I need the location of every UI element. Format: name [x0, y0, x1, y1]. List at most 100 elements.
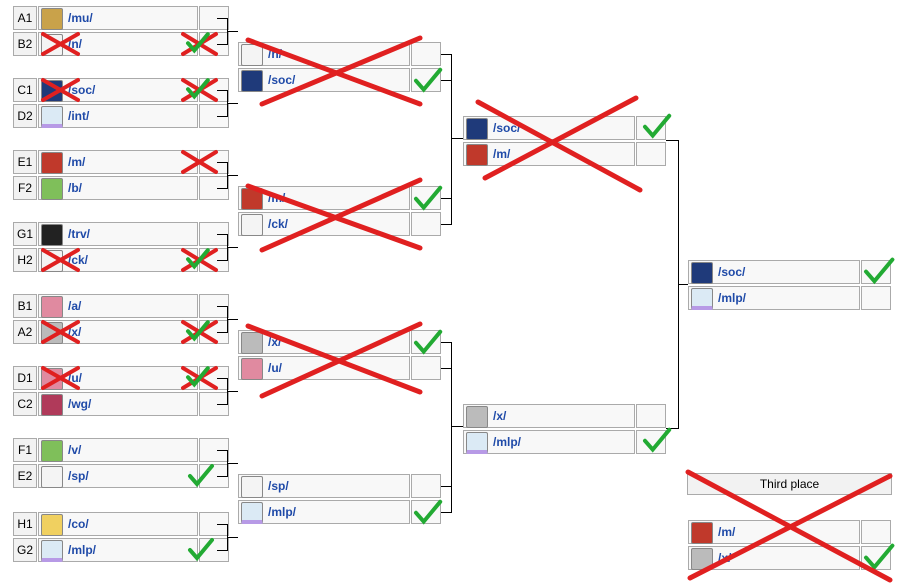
board-name: /co/ [68, 517, 89, 531]
board-name: /int/ [68, 109, 90, 123]
board-gray-icon [41, 322, 63, 344]
bracket-connector [217, 188, 227, 189]
board-white-icon [241, 44, 263, 66]
board-white-icon [41, 466, 63, 488]
team-cell[interactable]: /ck/ [38, 248, 198, 272]
board-name: /wg/ [68, 397, 92, 411]
board-pink-icon [41, 296, 63, 318]
board-name: /n/ [68, 37, 82, 51]
seed-label: E1 [13, 150, 37, 174]
bracket-connector [666, 140, 678, 141]
board-red-icon [466, 144, 488, 166]
board-name: /mlp/ [68, 543, 97, 557]
board-name: /u/ [268, 361, 282, 375]
bracket-connector [451, 138, 463, 139]
seed-label: A2 [13, 320, 37, 344]
board-name: /soc/ [493, 121, 521, 135]
score-box [636, 404, 666, 428]
team-cell[interactable]: /mu/ [38, 6, 198, 30]
seed-label: E2 [13, 464, 37, 488]
board-name: /b/ [68, 181, 82, 195]
bracket-connector [227, 175, 238, 176]
bracket-connector [217, 476, 227, 477]
team-cell[interactable]: /soc/ [688, 260, 860, 284]
seed-label: H2 [13, 248, 37, 272]
board-gray-icon [466, 406, 488, 428]
score-box [861, 546, 891, 570]
board-name: /h/ [268, 47, 282, 61]
board-white-icon [41, 34, 63, 56]
team-cell[interactable]: /x/ [463, 404, 635, 428]
team-cell[interactable]: /h/ [238, 42, 410, 66]
board-white-icon [41, 250, 63, 272]
board-name: /ck/ [68, 253, 89, 267]
seed-label: F2 [13, 176, 37, 200]
board-name: /trv/ [68, 227, 91, 241]
bracket-connector [217, 332, 227, 333]
bracket-connector [217, 378, 227, 379]
team-cell[interactable]: /mlp/ [463, 430, 635, 454]
board-navy-icon [691, 262, 713, 284]
team-cell[interactable]: /soc/ [463, 116, 635, 140]
board-name: /mlp/ [268, 505, 297, 519]
team-cell[interactable]: /a/ [38, 294, 198, 318]
team-cell[interactable]: /sp/ [238, 474, 410, 498]
team-cell[interactable]: /u/ [38, 366, 198, 390]
score-box [411, 212, 441, 236]
team-cell[interactable]: /mlp/ [688, 286, 860, 310]
team-cell[interactable]: /v/ [38, 438, 198, 462]
bracket-connector [217, 260, 227, 261]
board-dark-icon [41, 224, 63, 246]
bracket-connector [217, 524, 227, 525]
bracket-connector [441, 342, 451, 343]
board-navy-icon [241, 70, 263, 92]
team-cell[interactable]: /sp/ [38, 464, 198, 488]
board-name: /m/ [268, 191, 286, 205]
bracket-connector [217, 234, 227, 235]
bracket-connector [217, 450, 227, 451]
score-box [861, 286, 891, 310]
board-name: /m/ [493, 147, 511, 161]
board-sky-icon [466, 432, 488, 454]
score-box [861, 260, 891, 284]
team-cell[interactable]: /mlp/ [38, 538, 198, 562]
score-box [411, 42, 441, 66]
board-name: /x/ [718, 551, 732, 565]
seed-label: B1 [13, 294, 37, 318]
team-cell[interactable]: /m/ [463, 142, 635, 166]
team-cell[interactable]: /x/ [238, 330, 410, 354]
team-cell[interactable]: /x/ [688, 546, 860, 570]
bracket-connector [217, 404, 227, 405]
team-cell[interactable]: /b/ [38, 176, 198, 200]
bracket-connector [217, 116, 227, 117]
team-cell[interactable]: /wg/ [38, 392, 198, 416]
team-cell[interactable]: /ck/ [238, 212, 410, 236]
team-cell[interactable]: /m/ [38, 150, 198, 174]
team-cell[interactable]: /trv/ [38, 222, 198, 246]
board-name: /a/ [68, 299, 82, 313]
team-cell[interactable]: /mlp/ [238, 500, 410, 524]
bracket-connector [441, 198, 451, 199]
bracket-connector [451, 486, 452, 513]
team-cell[interactable]: /m/ [238, 186, 410, 210]
team-cell[interactable]: /soc/ [38, 78, 198, 102]
score-box [411, 186, 441, 210]
team-cell[interactable]: /n/ [38, 32, 198, 56]
board-name: /u/ [68, 371, 82, 385]
team-cell[interactable]: /x/ [38, 320, 198, 344]
bracket-connector [227, 247, 238, 248]
score-box [411, 356, 441, 380]
score-box [411, 500, 441, 524]
board-sky-icon [691, 288, 713, 310]
board-name: /x/ [68, 325, 82, 339]
seed-label: F1 [13, 438, 37, 462]
seed-label: D1 [13, 366, 37, 390]
bracket-connector [217, 90, 227, 91]
team-cell[interactable]: /u/ [238, 356, 410, 380]
team-cell[interactable]: /m/ [688, 520, 860, 544]
team-cell[interactable]: /soc/ [238, 68, 410, 92]
score-box [411, 68, 441, 92]
board-name: /sp/ [68, 469, 89, 483]
team-cell[interactable]: /co/ [38, 512, 198, 536]
team-cell[interactable]: /int/ [38, 104, 198, 128]
